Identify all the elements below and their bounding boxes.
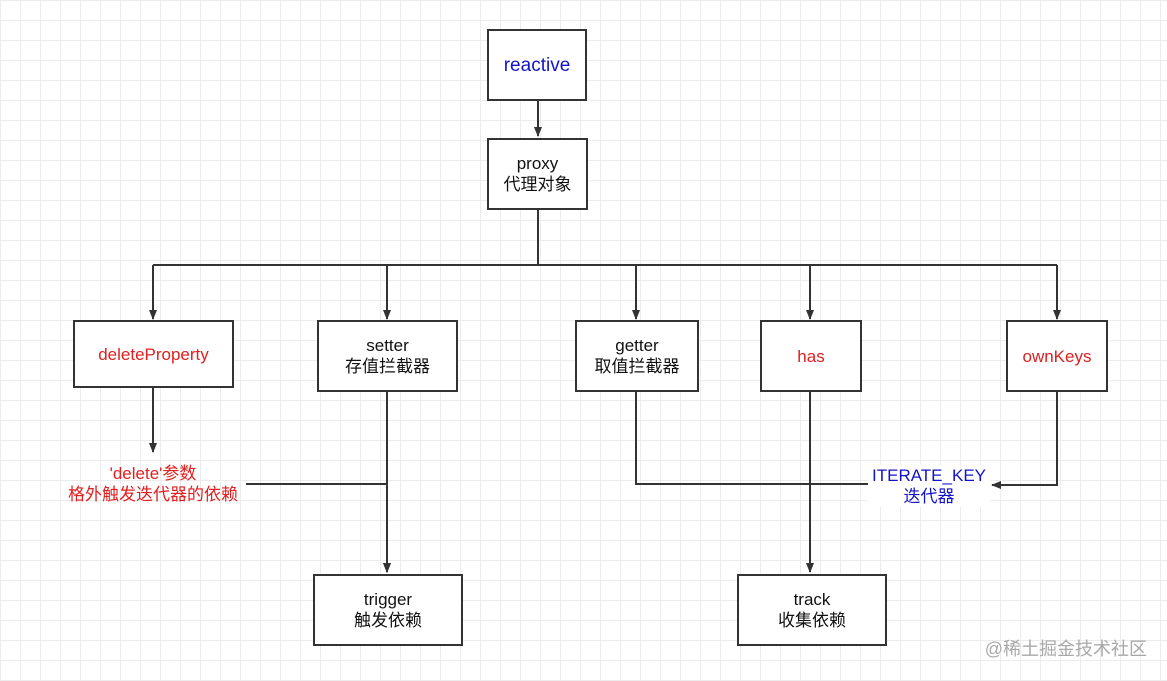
reactive-label: reactive — [503, 54, 571, 76]
track-sublabel: 收集依赖 — [778, 611, 846, 630]
delete-param-line2: 格外触发迭代器的依赖 — [68, 485, 238, 504]
deleteProperty-label: deleteProperty — [98, 344, 209, 364]
has-label: has — [797, 346, 825, 366]
setter-sublabel: 存值拦截器 — [345, 357, 430, 376]
setter-node: setter 存值拦截器 — [317, 320, 458, 392]
proxy-label: proxy — [516, 154, 559, 173]
ownKeys-node: ownKeys — [1006, 320, 1108, 392]
getter-sublabel: 取值拦截器 — [594, 357, 680, 376]
delete-param-line1: 'delete'参数 — [109, 464, 197, 483]
track-node: track 收集依赖 — [737, 574, 887, 646]
setter-label: setter — [366, 336, 409, 355]
deleteProperty-node: deleteProperty — [73, 320, 234, 388]
delete-param-label: 'delete'参数 格外触发迭代器的依赖 — [55, 463, 251, 505]
getter-label: getter — [615, 336, 659, 355]
trigger-node: trigger 触发依赖 — [313, 574, 463, 646]
trigger-label: trigger — [363, 590, 413, 609]
iterate-key-label: ITERATE_KEY 迭代器 — [868, 465, 990, 507]
trigger-sublabel: 触发依赖 — [354, 611, 422, 630]
track-label: track — [793, 590, 831, 609]
edge-ownKeys-iterate — [991, 392, 1058, 489]
getter-node: getter 取值拦截器 — [575, 320, 699, 392]
proxy-sublabel: 代理对象 — [503, 175, 572, 194]
ownKeys-label: ownKeys — [1022, 346, 1092, 366]
watermark-text: @稀土掘金技术社区 — [984, 639, 1147, 659]
edge-getter-iterate — [635, 392, 868, 485]
iterate-key-line2: 迭代器 — [903, 487, 955, 506]
iterate-key-line1: ITERATE_KEY — [872, 466, 986, 485]
reactive-node: reactive — [487, 29, 587, 101]
has-node: has — [760, 320, 862, 392]
edge-param-trigger — [246, 483, 391, 573]
proxy-node: proxy 代理对象 — [487, 138, 588, 210]
